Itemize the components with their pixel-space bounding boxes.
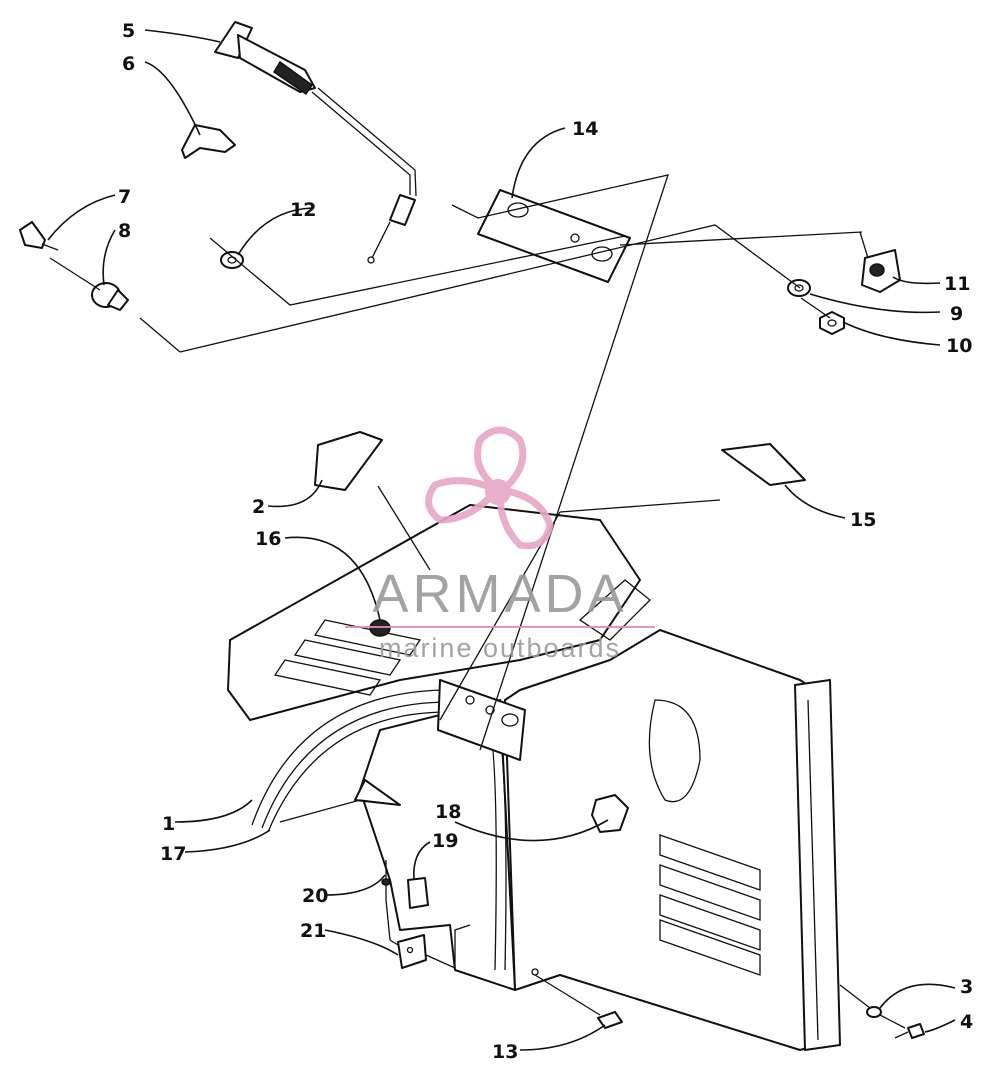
assembly-lines (49, 174, 906, 1029)
callout-14: 14 (572, 118, 598, 140)
callout-12: 12 (290, 199, 316, 221)
watermark-tagline: marine outboards (379, 633, 621, 663)
callout-18: 18 (435, 801, 461, 823)
washer-3-part (866, 1006, 882, 1018)
callout-labels: 5 6 7 8 12 14 11 9 10 2 15 16 1 17 18 19… (118, 20, 973, 1063)
callout-21: 21 (300, 920, 326, 942)
control-plate-14-part (477, 189, 631, 283)
washer-12-part (220, 251, 244, 269)
propeller-logo-icon (425, 426, 554, 550)
armada-watermark: ARMADA marine outboards (345, 426, 655, 663)
callout-6: 6 (122, 53, 135, 75)
screw-13-part (597, 1011, 623, 1029)
callout-13: 13 (492, 1041, 518, 1063)
hood-shell (227, 504, 841, 1051)
callout-1: 1 (162, 813, 175, 835)
watermark-brand: ARMADA (372, 564, 627, 624)
toggle-switch-11-part (859, 231, 901, 293)
nut-10-part (819, 311, 845, 335)
choke-clip-part (181, 124, 236, 159)
callout-15: 15 (850, 509, 876, 531)
callout-4: 4 (960, 1011, 973, 1033)
bracket-21-part (397, 934, 427, 969)
screw-4-part (894, 1023, 925, 1039)
leader-lines (47, 29, 956, 1051)
callout-5: 5 (122, 20, 135, 42)
pin-20-part (381, 860, 391, 900)
callout-9: 9 (950, 303, 963, 325)
callout-10: 10 (946, 335, 972, 357)
key-part (19, 221, 59, 251)
clip-19-part (407, 877, 429, 909)
decal-2-part (314, 431, 383, 491)
callout-19: 19 (432, 830, 458, 852)
decal-15-part (721, 443, 806, 486)
choke-knob-part (214, 21, 417, 264)
callout-2: 2 (252, 496, 265, 518)
callout-7: 7 (118, 186, 131, 208)
callout-8: 8 (118, 220, 131, 242)
callout-17: 17 (160, 843, 186, 865)
callout-20: 20 (302, 885, 328, 907)
washer-9-part (787, 279, 811, 297)
callout-11: 11 (944, 273, 970, 295)
ignition-switch-part (91, 282, 129, 311)
seal-18-part (591, 794, 629, 833)
callout-16: 16 (255, 528, 281, 550)
callout-3: 3 (960, 976, 973, 998)
